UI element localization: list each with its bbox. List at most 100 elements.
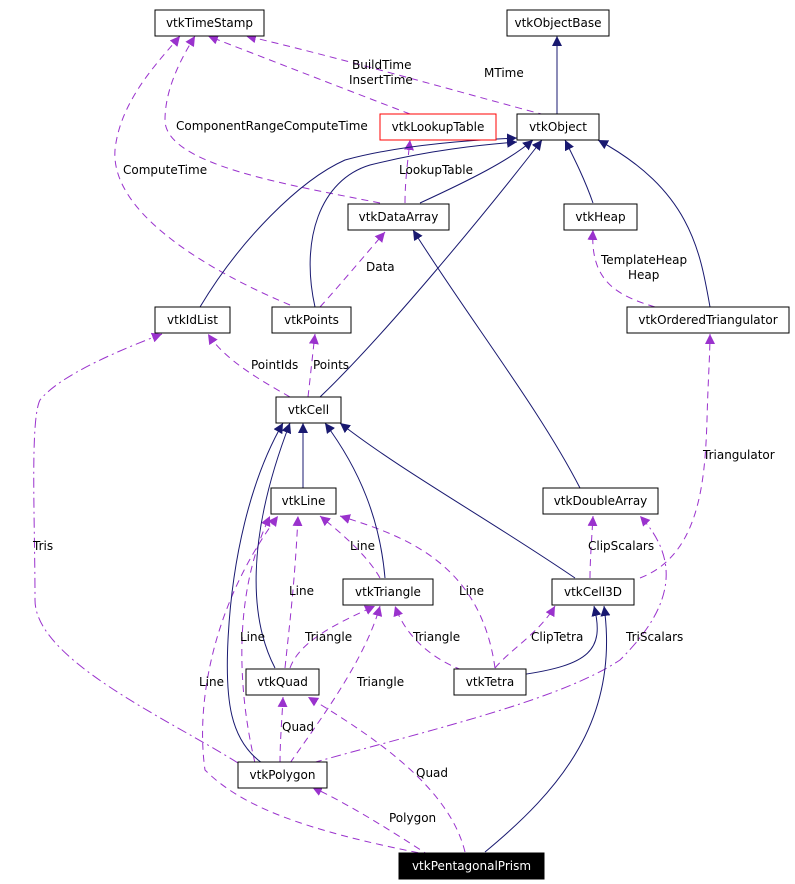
label-line-polygon-1: Line xyxy=(240,630,265,644)
edge-heap-inherits-object xyxy=(564,139,594,204)
edge-triangle-to-line xyxy=(319,515,381,579)
label-line-quad: Line xyxy=(289,584,314,598)
node-vtktriangle[interactable]: vtkTriangle xyxy=(342,578,434,606)
node-vtkdataarray[interactable]: vtkDataArray xyxy=(347,203,450,231)
edge-polygon-to-line-2 xyxy=(202,515,431,856)
edge-polygon-inherits-cell xyxy=(226,422,284,764)
node-label: vtkPentagonalPrism xyxy=(412,859,531,873)
label-templateheap: TemplateHeap xyxy=(600,253,687,267)
edge-polygon-to-idlist xyxy=(33,332,239,764)
nodes: vtkTimeStamp vtkObjectBase vtkLookupTabl… xyxy=(154,9,790,880)
edge-doublearray-inherits-dataarray xyxy=(412,229,581,489)
edge-polygon-to-triangle xyxy=(289,605,383,764)
edge-polygon-to-line-1 xyxy=(241,515,271,764)
node-vtkdoublearray[interactable]: vtkDoubleArray xyxy=(542,487,659,515)
label-line-triangle: Line xyxy=(350,539,375,553)
edge-prism-to-quad xyxy=(307,696,466,853)
edge-points-to-timestamp xyxy=(114,35,291,306)
edge-prism-inherits-cell3d xyxy=(484,605,611,853)
edge-cell-inherits-object xyxy=(319,139,543,398)
label-triscalars: TriScalars xyxy=(625,630,683,644)
label-data: Data xyxy=(366,260,395,274)
node-vtkcell3d[interactable]: vtkCell3D xyxy=(551,578,635,606)
node-vtkobjectbase[interactable]: vtkObjectBase xyxy=(506,9,610,37)
edge-points-to-dataarray xyxy=(319,231,386,308)
edge-idlist-inherits-object xyxy=(199,133,518,308)
label-buildtime: BuildTime xyxy=(352,58,412,72)
label-cliptetra: ClipTetra xyxy=(531,630,583,644)
node-label: vtkTimeStamp xyxy=(166,16,253,30)
node-vtkheap[interactable]: vtkHeap xyxy=(563,203,638,231)
node-label: vtkTetra xyxy=(466,675,514,689)
edge-triangle-inherits-cell xyxy=(324,422,386,579)
edge-tetra-to-triangle xyxy=(393,605,463,671)
label-triangle-polygon: Triangle xyxy=(356,675,404,689)
label-componentrange: ComponentRangeComputeTime xyxy=(176,119,368,133)
label-line-tetra: Line xyxy=(459,584,484,598)
label-line-polygon-2: Line xyxy=(199,675,224,689)
usage-edges xyxy=(33,33,715,857)
node-vtkpentagonalprism[interactable]: vtkPentagonalPrism xyxy=(398,852,545,880)
node-vtktimestamp[interactable]: vtkTimeStamp xyxy=(154,9,265,37)
label-triangle-tetra: Triangle xyxy=(412,630,460,644)
edge-tetra-to-cell3d xyxy=(494,605,556,669)
label-polygon-prism: Polygon xyxy=(389,811,436,825)
label-quad-polygon: Quad xyxy=(282,720,314,734)
edge-tetra-to-line xyxy=(339,514,496,669)
label-inserttime: InsertTime xyxy=(349,73,413,87)
edge-cell3d-inherits-cell xyxy=(339,422,576,579)
node-label: vtkDoubleArray xyxy=(554,494,648,508)
label-triangulator: Triangulator xyxy=(702,448,775,462)
node-vtkorderedtriangulator[interactable]: vtkOrderedTriangulator xyxy=(626,306,790,334)
node-label: vtkObject xyxy=(529,120,587,134)
label-points: Points xyxy=(313,358,349,372)
edge-tetra-inherits-cell3d xyxy=(519,605,602,676)
edge-dataarray-inherits-object xyxy=(419,139,534,204)
node-label: vtkCell3D xyxy=(564,585,622,599)
label-computetime: ComputeTime xyxy=(123,163,207,177)
edge-cell-to-idlist xyxy=(207,333,291,398)
edge-polygon-to-quad xyxy=(277,696,288,764)
node-label: vtkCell xyxy=(288,403,329,417)
node-label: vtkIdList xyxy=(167,313,218,327)
edge-dataarray-to-timestamp xyxy=(164,35,381,204)
label-tris: Tris xyxy=(32,539,53,553)
node-label: vtkDataArray xyxy=(359,210,439,224)
node-vtkpolygon[interactable]: vtkPolygon xyxy=(237,761,328,789)
node-label: vtkObjectBase xyxy=(514,16,601,30)
edge-dataarray-to-lookuptable xyxy=(404,139,414,204)
node-label: vtkLine xyxy=(282,494,326,508)
label-triangle-quad: Triangle xyxy=(304,630,352,644)
node-vtkcell[interactable]: vtkCell xyxy=(275,396,342,424)
edge-quad-inherits-cell xyxy=(255,422,292,669)
label-clipscalars: ClipScalars xyxy=(588,539,654,553)
node-label: vtkHeap xyxy=(575,210,625,224)
node-vtkquad[interactable]: vtkQuad xyxy=(245,668,320,696)
inheritance-edges xyxy=(199,36,711,853)
edge-points-inherits-object xyxy=(309,137,518,308)
node-vtkidlist[interactable]: vtkIdList xyxy=(154,306,231,334)
node-label: vtkPoints xyxy=(284,313,339,327)
label-mtime: MTime xyxy=(484,66,524,80)
node-vtkline[interactable]: vtkLine xyxy=(270,487,337,515)
label-lookuptable: LookupTable xyxy=(399,163,473,177)
node-label: vtkLookupTable xyxy=(392,120,485,134)
node-vtkobject[interactable]: vtkObject xyxy=(516,113,600,141)
edge-quad-to-triangle xyxy=(289,605,376,669)
label-heap: Heap xyxy=(628,268,659,282)
node-vtkpoints[interactable]: vtkPoints xyxy=(271,306,352,334)
edge-ordtri-inherits-object xyxy=(597,139,711,308)
edge-cell3d-to-doublearray xyxy=(587,515,598,579)
edge-ordtri-to-heap xyxy=(587,229,656,308)
edge-prism-to-polygon xyxy=(311,786,431,857)
edge-cell3d-to-ordtri xyxy=(639,333,715,579)
node-vtklookuptable[interactable]: vtkLookupTable xyxy=(379,113,497,141)
node-label: vtkPolygon xyxy=(250,768,316,782)
node-label: vtkQuad xyxy=(257,675,308,689)
edge-quad-to-line xyxy=(284,515,303,669)
label-pointids: PointIds xyxy=(251,358,298,372)
edge-cell-to-points xyxy=(307,333,319,398)
label-quad-prism: Quad xyxy=(416,766,448,780)
node-vtktetra[interactable]: vtkTetra xyxy=(453,668,527,696)
